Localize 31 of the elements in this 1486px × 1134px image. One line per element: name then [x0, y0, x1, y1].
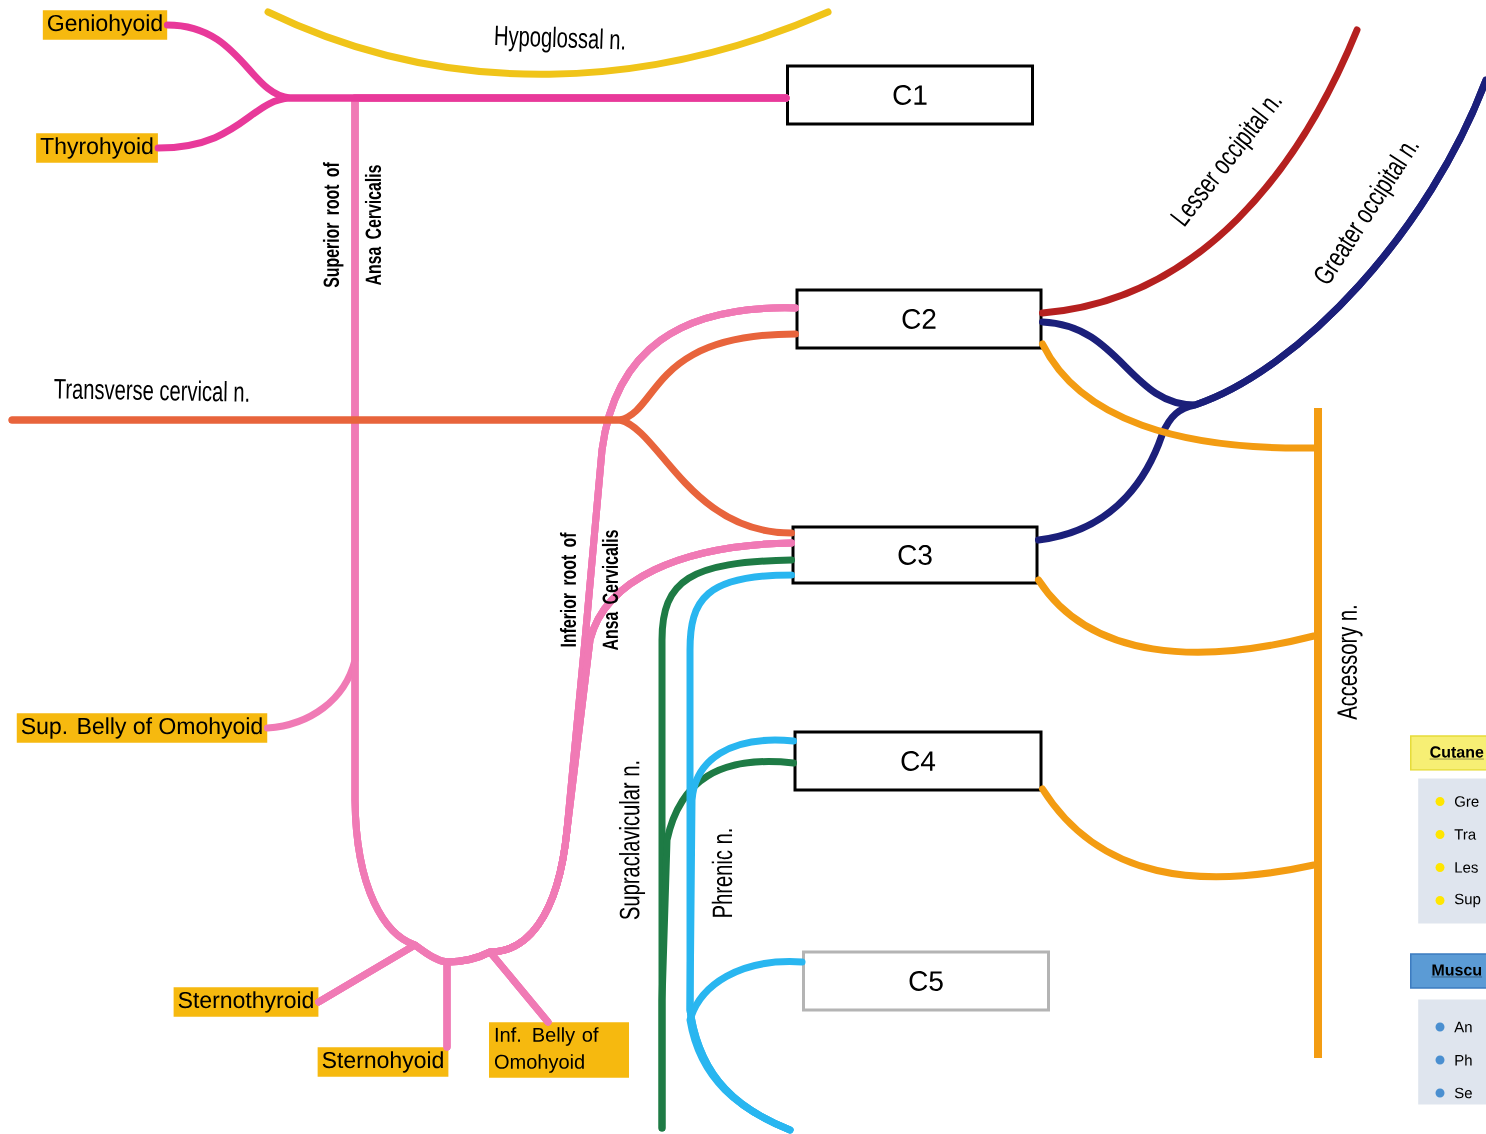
segment-box: C5 [802, 950, 1050, 1012]
nerve-line [1039, 340, 1318, 452]
nerve-line [1035, 76, 1486, 544]
panel-heading: Cutane [1410, 735, 1486, 771]
nerve-line [154, 94, 790, 152]
nerve-label: Supraclavicular n. [618, 761, 646, 920]
nerve-label: Hypoglossal n. [495, 25, 625, 53]
bullet-list-panel: An Ph Se [1418, 999, 1486, 1105]
nerve-line [686, 958, 806, 1134]
nerve-line [658, 758, 797, 1132]
nerve-line [1039, 26, 1361, 317]
nerve-label: Phrenic n. [711, 829, 733, 917]
segment-box: C1 [786, 64, 1034, 126]
muscle-label: Inf. Belly of Omohyoid [489, 1022, 629, 1078]
muscle-label: Sup. Belly of Omohyoid [16, 713, 268, 743]
nerve-label: Transverse cervical n. [54, 379, 249, 402]
muscle-label: Sternothyroid [173, 987, 319, 1017]
nerve-label: Superior root of Ansa Cervicalis [322, 162, 382, 288]
accessory-nerve-trunk [1314, 408, 1322, 1058]
bullet-list-panel: Gre Tra Les Sup [1418, 778, 1486, 924]
nerve-label: Accessory n. [1337, 606, 1363, 720]
muscle-label: Sternohyoid [317, 1047, 449, 1077]
muscle-label: Thyrohyoid [36, 133, 158, 163]
nerve-line [8, 416, 795, 537]
segment-box: C4 [793, 730, 1043, 792]
segment-box: C3 [791, 525, 1039, 585]
segment-box: C2 [795, 288, 1043, 350]
nerve-line [486, 539, 795, 1026]
panel-heading: Muscu [1410, 953, 1486, 989]
muscle-label: Geniohyoid [42, 10, 168, 40]
nerve-label: Inferior root of Ansa Cervicalis [559, 530, 619, 651]
